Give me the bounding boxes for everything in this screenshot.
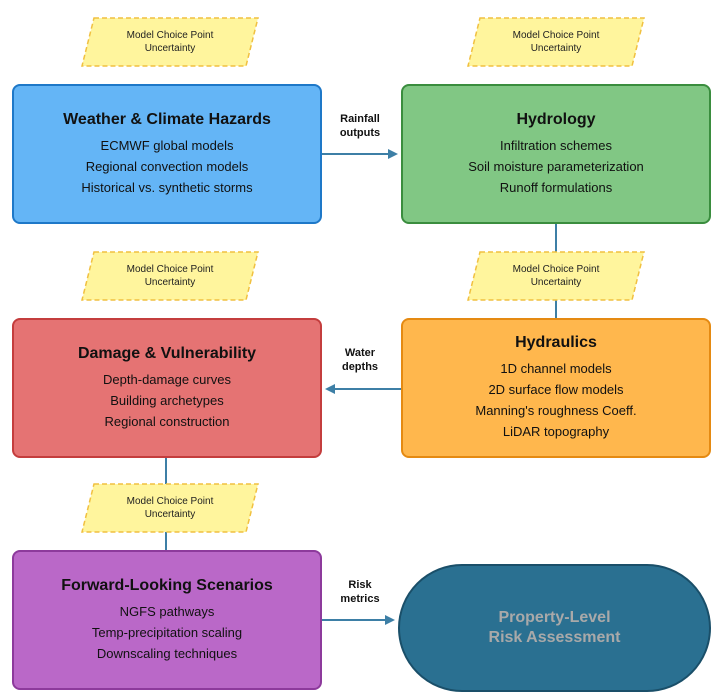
node-item: Building archetypes bbox=[110, 392, 224, 408]
damage-vulnerability-node: Damage & Vulnerability Depth-damage curv… bbox=[12, 318, 322, 458]
uncertainty-line2: Uncertainty bbox=[144, 43, 196, 54]
terminal-line2: Risk Assessment bbox=[488, 629, 621, 646]
hydrology-node: Hydrology Infiltration schemes Soil mois… bbox=[401, 84, 711, 224]
uncertainty-node-damage: Model Choice Point Uncertainty bbox=[80, 250, 260, 302]
uncertainty-line1: Model Choice Point bbox=[512, 264, 600, 275]
uncertainty-node-weather: Model Choice Point Uncertainty bbox=[80, 16, 260, 68]
terminal-line1: Property-Level bbox=[498, 609, 611, 626]
edge-label-line: outputs bbox=[339, 127, 381, 139]
node-item: Downscaling techniques bbox=[96, 645, 238, 661]
uncertainty-line1: Model Choice Point bbox=[126, 496, 214, 507]
node-item: Historical vs. synthetic storms bbox=[81, 179, 253, 195]
edge-label-line: Water bbox=[344, 347, 376, 359]
edge-label-rainfall-outputs: Rainfall outputs bbox=[330, 112, 390, 140]
node-item: ECMWF global models bbox=[100, 137, 234, 153]
uncertainty-line1: Model Choice Point bbox=[512, 30, 600, 41]
node-title: Hydrology bbox=[516, 110, 596, 128]
weather-climate-hazards-node: Weather & Climate Hazards ECMWF global m… bbox=[12, 84, 322, 224]
uncertainty-line1: Model Choice Point bbox=[126, 30, 214, 41]
uncertainty-line2: Uncertainty bbox=[144, 277, 196, 288]
node-item: Depth-damage curves bbox=[103, 371, 231, 387]
uncertainty-node-hydraulics: Model Choice Point Uncertainty bbox=[466, 250, 646, 302]
uncertainty-line1: Model Choice Point bbox=[126, 264, 214, 275]
edge-label-risk-metrics: Risk metrics bbox=[330, 578, 390, 606]
edge-label-water-depths: Water depths bbox=[330, 346, 390, 374]
node-item: Runoff formulations bbox=[499, 179, 613, 195]
edge-label-line: Rainfall bbox=[340, 113, 380, 125]
node-item: Temp-precipitation scaling bbox=[91, 624, 243, 640]
node-item: Soil moisture parameterization bbox=[468, 158, 644, 174]
uncertainty-line2: Uncertainty bbox=[144, 509, 196, 520]
node-item: 1D channel models bbox=[500, 361, 612, 376]
node-title: Damage & Vulnerability bbox=[77, 344, 257, 362]
uncertainty-node-scenarios: Model Choice Point Uncertainty bbox=[80, 482, 260, 534]
node-item: Regional convection models bbox=[85, 158, 249, 174]
node-item: Regional construction bbox=[104, 413, 230, 429]
node-item: Manning's roughness Coeff. bbox=[475, 403, 637, 418]
edge-label-line: depths bbox=[341, 361, 379, 373]
node-title: Weather & Climate Hazards bbox=[63, 110, 271, 128]
property-risk-assessment-terminal: Property-Level Risk Assessment bbox=[398, 564, 711, 692]
uncertainty-node-hydrology: Model Choice Point Uncertainty bbox=[466, 16, 646, 68]
node-item: NGFS pathways bbox=[119, 603, 215, 619]
forward-looking-scenarios-node: Forward-Looking Scenarios NGFS pathways … bbox=[12, 550, 322, 690]
uncertainty-line2: Uncertainty bbox=[530, 277, 582, 288]
node-title: Hydraulics bbox=[515, 334, 597, 351]
uncertainty-line2: Uncertainty bbox=[530, 43, 582, 54]
edge-label-line: Risk bbox=[348, 579, 372, 591]
hydraulics-node: Hydraulics 1D channel models 2D surface … bbox=[401, 318, 711, 458]
node-title: Forward-Looking Scenarios bbox=[61, 576, 273, 594]
node-item: 2D surface flow models bbox=[488, 382, 624, 397]
node-item: Infiltration schemes bbox=[500, 137, 612, 153]
node-item: LiDAR topography bbox=[502, 424, 610, 439]
edge-label-line: metrics bbox=[340, 593, 380, 605]
